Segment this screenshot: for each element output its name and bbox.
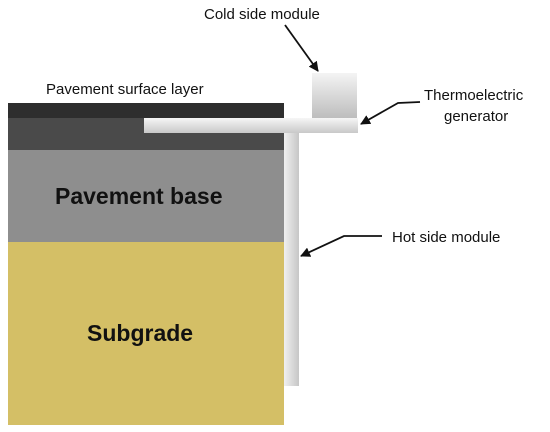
pavement-surface-layer [8,103,284,118]
subgrade-layer [8,242,284,425]
thermoelectric-label-line1: Thermoelectric [424,87,524,104]
cold-side-module [312,73,357,118]
thermoelectric-arrow [360,101,421,125]
pavement-base-layer [8,150,284,242]
hot-side-module [284,133,299,386]
pavement-surface-layer-label: Pavement surface layer [46,81,204,98]
cold-side-arrow [284,24,319,72]
thermoelectric-label-line2: generator [444,108,508,125]
subgrade-label: Subgrade [87,320,193,346]
hot-side-module-label: Hot side module [392,229,500,246]
cold-side-module-label: Cold side module [204,6,320,23]
hot-side-arrow [300,235,382,257]
pavement-base-label: Pavement base [55,183,222,209]
thermoelectric-generator-plate [144,118,358,133]
